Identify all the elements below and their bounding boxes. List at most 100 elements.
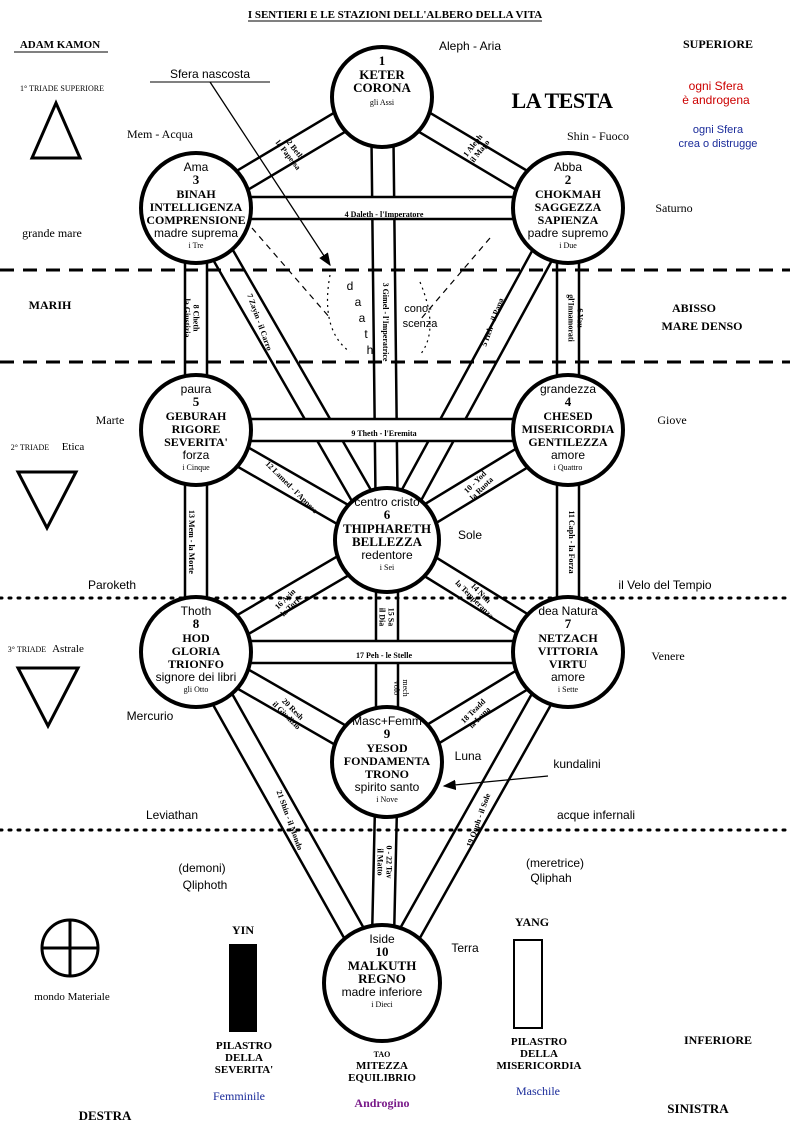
sephira-name: KETER (359, 67, 405, 82)
side-label-mem: Mem - Acqua (127, 127, 194, 141)
sephira-note: i Quattro (554, 463, 583, 472)
sephira-name: SAGGEZZA (535, 200, 602, 214)
triad-second-name: Etica (62, 441, 85, 453)
sephira-attribute: redentore (361, 548, 413, 562)
sephira-epithet: Abba (554, 160, 582, 174)
sephira-note: i Sei (380, 563, 395, 572)
divider-lines (0, 81, 790, 832)
path-label: 13 Mem - la Morte (187, 510, 196, 574)
pillar-mercy-label: DELLA (520, 1048, 558, 1060)
kundalini-arrow (442, 775, 549, 791)
sephira-note: i Tre (189, 241, 204, 250)
sephira-name: RIGORE (172, 422, 221, 436)
sephira-circle (139, 151, 253, 265)
sephira-epithet: grandezza (540, 382, 596, 396)
sephira-note: i Dieci (371, 1000, 393, 1009)
daath-letter: t (364, 327, 368, 341)
sephira-circle (139, 373, 253, 487)
path-label: 3 Gimel - l'Imperatrice (381, 283, 390, 362)
path-label: mech (401, 679, 410, 696)
triangle-up-icon (29, 99, 83, 160)
sephira-name: CORONA (353, 80, 411, 95)
page-title: I SENTIERI E LE STAZIONI DELL'ALBERO DEL… (248, 9, 542, 21)
sephira-name: REGNO (358, 971, 406, 986)
pillar-middle-label: TAO (374, 1050, 391, 1059)
sephira-circle (139, 595, 253, 709)
daath-letter: h (367, 343, 374, 357)
sephira-name: GENTILEZZA (528, 435, 608, 449)
sephira-note: i Nove (376, 795, 398, 804)
qliphah-label: (meretrice) (526, 856, 584, 870)
path-label: 0 - 22 Tav (385, 845, 394, 878)
sephira-circle (330, 45, 434, 149)
abisso-label: MARE DENSO (661, 319, 742, 333)
path-label-p17: 17 Peh - le Stelle (356, 651, 412, 660)
path-label: 6 Vau (576, 308, 585, 328)
sephira-epithet: centro cristo (354, 495, 420, 509)
knowledge-label: cono- (404, 303, 432, 315)
sephira-circle (330, 705, 444, 819)
sephira-name: VITTORIA (538, 644, 599, 658)
knowledge-label: scenza (403, 318, 439, 330)
sephira-name: THIPHARETH (343, 521, 431, 536)
sephira-number: 7 (565, 616, 572, 631)
daath-dotted-right (419, 281, 431, 356)
triangle-down-icon (15, 470, 79, 532)
create-destroy-note: crea o distrugge (679, 138, 758, 150)
sephira-note: i Cinque (182, 463, 210, 472)
sephira-name: TRIONFO (168, 657, 224, 671)
destra-label: DESTRA (79, 1108, 132, 1123)
path-label-p11: 11 Caph - la Forza (567, 510, 576, 573)
side-label-sole: Sole (458, 528, 482, 542)
sephira-attribute: amore (551, 670, 585, 684)
androgynous-note: ogni Sfera (689, 79, 744, 93)
side-label-giove: Giove (657, 413, 686, 427)
femminile-label: Femminile (213, 1089, 265, 1103)
sephira-epithet: Masc+Femm (352, 714, 422, 728)
side-label-terra: Terra (451, 941, 479, 955)
daath-letter: a (355, 295, 362, 309)
sephira-name: NETZACH (538, 631, 598, 645)
path-label: 17 Peh - le Stelle (356, 651, 412, 660)
path-label: 15 Sa (387, 608, 396, 626)
side-label-paroketh: Paroketh (88, 578, 136, 592)
sephira-name: MALKUTH (348, 958, 417, 973)
side-label-luna: Luna (455, 749, 482, 763)
sephira-chesed: grandezza4CHESEDMISERICORDIAGENTILEZZAam… (511, 373, 625, 487)
side-label-kundalini: kundalini (553, 757, 600, 771)
side-label-grande_mare: grande mare (22, 226, 82, 240)
daath-dashed-right (419, 237, 491, 321)
path-label: 11 Caph - la Forza (567, 510, 576, 573)
sephira-attribute: signore dei libri (156, 670, 237, 684)
sephira-name: YESOD (366, 741, 408, 755)
pillar-middle-label: MITEZZA (356, 1060, 408, 1072)
sephira-note: i Sette (558, 685, 579, 694)
side-label-shin: Shin - Fuoco (567, 129, 629, 143)
pillar-severity-label: PILASTRO (216, 1040, 273, 1052)
sephira-note: gli Assi (370, 98, 395, 107)
sephira-name: SEVERITA' (164, 435, 228, 449)
abisso-label: ABISSO (672, 301, 716, 315)
sephira-epithet: dea Natura (538, 604, 598, 618)
pillar-mercy-label: MISERICORDIA (497, 1060, 582, 1072)
qliphoth-label: (demoni) (178, 861, 225, 875)
side-label-mercurio: Mercurio (127, 709, 174, 723)
path-label-p4: 4 Daleth - l'Imperatore (345, 210, 424, 219)
side-label-aleph: Aleph - Aria (439, 39, 501, 53)
androgino-label: Androgino (354, 1096, 409, 1110)
adam-kamon-label: ADAM KAMON (20, 39, 100, 51)
sephira-number: 2 (565, 172, 572, 187)
sephira-number: 5 (193, 394, 200, 409)
path-label: 9 Theth - l'Eremita (351, 429, 416, 438)
yang-pillar (513, 939, 543, 1029)
side-label-marih: MARIH (29, 298, 72, 312)
